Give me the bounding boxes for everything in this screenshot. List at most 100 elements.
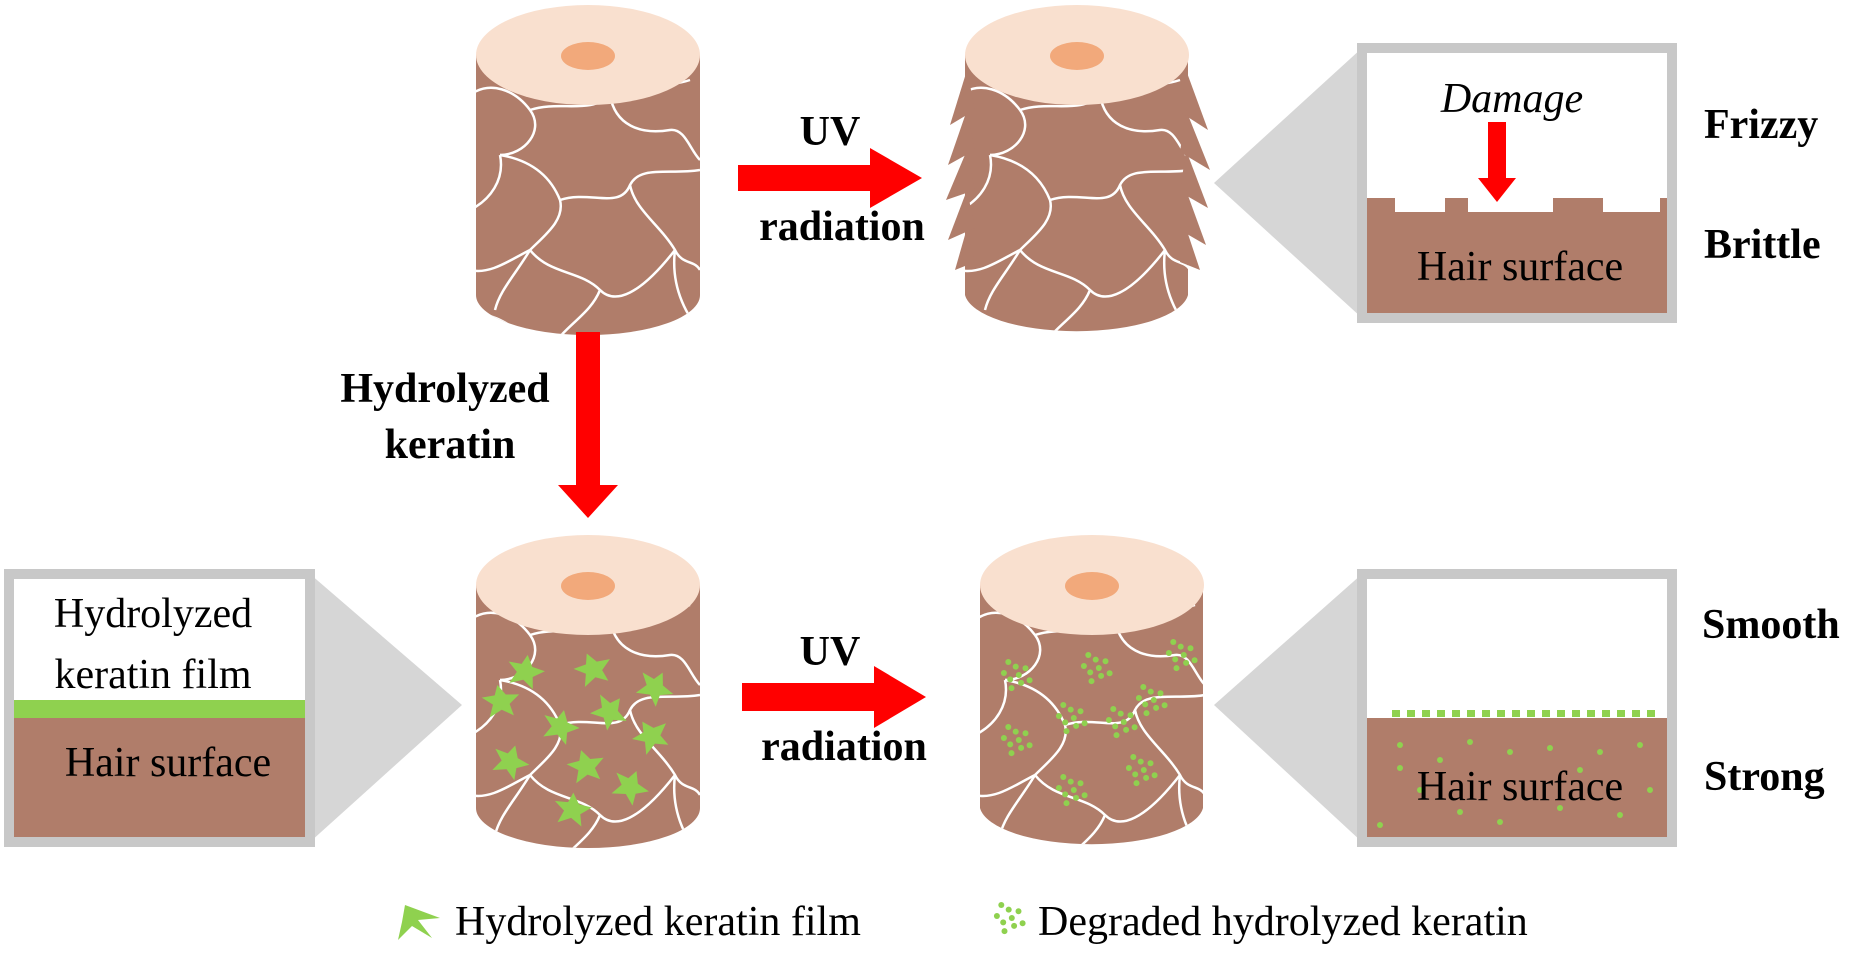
degraded-dot bbox=[1011, 922, 1018, 929]
degraded-dot bbox=[1081, 720, 1088, 727]
degraded-dot bbox=[1073, 794, 1080, 801]
legend-film-label: Hydrolyzed keratin film bbox=[455, 899, 861, 945]
degraded-dot bbox=[1130, 754, 1137, 760]
degraded-dot bbox=[1137, 758, 1144, 765]
degraded-dot bbox=[1087, 669, 1094, 676]
degraded-dot bbox=[1147, 688, 1154, 695]
film-dash bbox=[1467, 710, 1475, 717]
degraded-dot bbox=[1170, 639, 1177, 645]
film-surface-label: Hair surface bbox=[65, 740, 271, 786]
keratin-flake bbox=[632, 721, 669, 755]
degraded-dot bbox=[1018, 744, 1025, 751]
property-smooth: Smooth bbox=[1702, 602, 1840, 648]
degraded-dot bbox=[1077, 780, 1084, 787]
legend-degraded-icon bbox=[993, 902, 1026, 935]
degraded-dot bbox=[1062, 791, 1069, 798]
arrow-uv-top: UV radiation bbox=[738, 109, 925, 250]
film-dash bbox=[1422, 710, 1430, 717]
film-dash bbox=[1452, 710, 1460, 717]
degraded-dot bbox=[1191, 657, 1198, 664]
surface-dot bbox=[1497, 819, 1503, 825]
surface-dot bbox=[1617, 812, 1623, 818]
degraded-dot bbox=[1120, 719, 1127, 725]
degraded-dot bbox=[1123, 726, 1130, 733]
hair-protected bbox=[980, 535, 1204, 845]
degraded-dot bbox=[1157, 690, 1164, 697]
degraded-dot bbox=[1062, 719, 1069, 726]
keratin-flake bbox=[508, 654, 545, 690]
degraded-dot bbox=[1077, 708, 1084, 715]
damage-label: Damage bbox=[1440, 76, 1583, 122]
degraded-dot bbox=[1143, 710, 1150, 717]
degraded-dot bbox=[1140, 684, 1147, 690]
surface-dot bbox=[1377, 822, 1383, 828]
hair-coated bbox=[476, 535, 700, 848]
callout-film: Hydrolyzed keratin film Hair surface bbox=[4, 569, 462, 847]
surface-dot bbox=[1577, 767, 1583, 773]
surface-dot bbox=[1637, 742, 1643, 748]
degraded-dot bbox=[1005, 659, 1012, 665]
degraded-dot bbox=[1151, 772, 1158, 779]
degraded-dot bbox=[1007, 741, 1014, 748]
degraded-dot bbox=[1019, 920, 1026, 927]
legend: Hydrolyzed keratin film Degraded hydroly… bbox=[398, 899, 1528, 945]
degraded-dot bbox=[1150, 697, 1157, 703]
degraded-dot bbox=[1106, 670, 1113, 677]
degraded-dot bbox=[1012, 728, 1019, 735]
film-dash bbox=[1437, 710, 1445, 717]
degraded-dot bbox=[1007, 676, 1014, 683]
damage-surface-label: Hair surface bbox=[1417, 244, 1623, 290]
degraded-dot bbox=[1067, 706, 1074, 713]
degraded-dot bbox=[1015, 737, 1022, 743]
keratin-flake bbox=[635, 672, 674, 707]
degraded-dot bbox=[1132, 771, 1139, 778]
film-dash bbox=[1512, 710, 1520, 717]
degraded-dot bbox=[1153, 704, 1160, 711]
degraded-dot bbox=[1135, 695, 1142, 701]
degraded-dot bbox=[1026, 677, 1033, 684]
surface-dot bbox=[1397, 765, 1403, 771]
arrow-keratin-label-1: Hydrolyzed bbox=[340, 366, 549, 412]
degraded-dot bbox=[1022, 665, 1029, 672]
degraded-dot bbox=[1081, 792, 1088, 799]
degraded-dot bbox=[1015, 908, 1022, 915]
degraded-dot bbox=[1001, 928, 1008, 935]
protected-surface-label: Hair surface bbox=[1417, 764, 1623, 810]
film-dash bbox=[1482, 710, 1490, 717]
degraded-dot bbox=[1173, 665, 1180, 672]
arrow-uv-bottom-label-2: radiation bbox=[761, 724, 927, 770]
keratin-film-flakes bbox=[481, 653, 674, 827]
film-dash bbox=[1392, 710, 1400, 717]
keratin-flake bbox=[554, 792, 592, 827]
degraded-dot bbox=[1125, 765, 1132, 771]
hair-core bbox=[561, 42, 615, 70]
film-dash bbox=[1632, 710, 1640, 717]
film-dash bbox=[1497, 710, 1505, 717]
degraded-dot bbox=[1005, 724, 1012, 730]
degraded-dot bbox=[1165, 650, 1172, 656]
film-dash bbox=[1647, 710, 1655, 717]
film-label-2: keratin film bbox=[54, 652, 251, 698]
degraded-dot bbox=[1183, 659, 1190, 666]
arrow-uv-top-label-1: UV bbox=[800, 109, 861, 155]
keratin-flake bbox=[481, 684, 520, 718]
degraded-dot bbox=[1172, 656, 1179, 663]
film-label-1: Hydrolyzed bbox=[54, 591, 252, 637]
degraded-dot bbox=[1085, 652, 1092, 658]
degraded-dot bbox=[1092, 656, 1099, 663]
callout-damage: Damage Hair surface bbox=[1214, 43, 1677, 323]
degraded-film-dashes bbox=[1392, 710, 1655, 717]
surface-dot bbox=[1437, 757, 1443, 763]
degraded-dot bbox=[998, 902, 1005, 908]
degraded-dot bbox=[1187, 645, 1194, 652]
degraded-dot bbox=[1060, 702, 1067, 708]
degraded-dot bbox=[1070, 715, 1077, 721]
film-dash bbox=[1617, 710, 1625, 717]
degraded-dot bbox=[1018, 679, 1025, 686]
hair-healthy bbox=[476, 5, 700, 335]
keratin-flake bbox=[611, 771, 649, 806]
property-strong: Strong bbox=[1704, 754, 1825, 800]
degraded-dot bbox=[1022, 730, 1029, 737]
property-brittle: Brittle bbox=[1704, 222, 1821, 268]
hair-damaged bbox=[946, 5, 1210, 332]
